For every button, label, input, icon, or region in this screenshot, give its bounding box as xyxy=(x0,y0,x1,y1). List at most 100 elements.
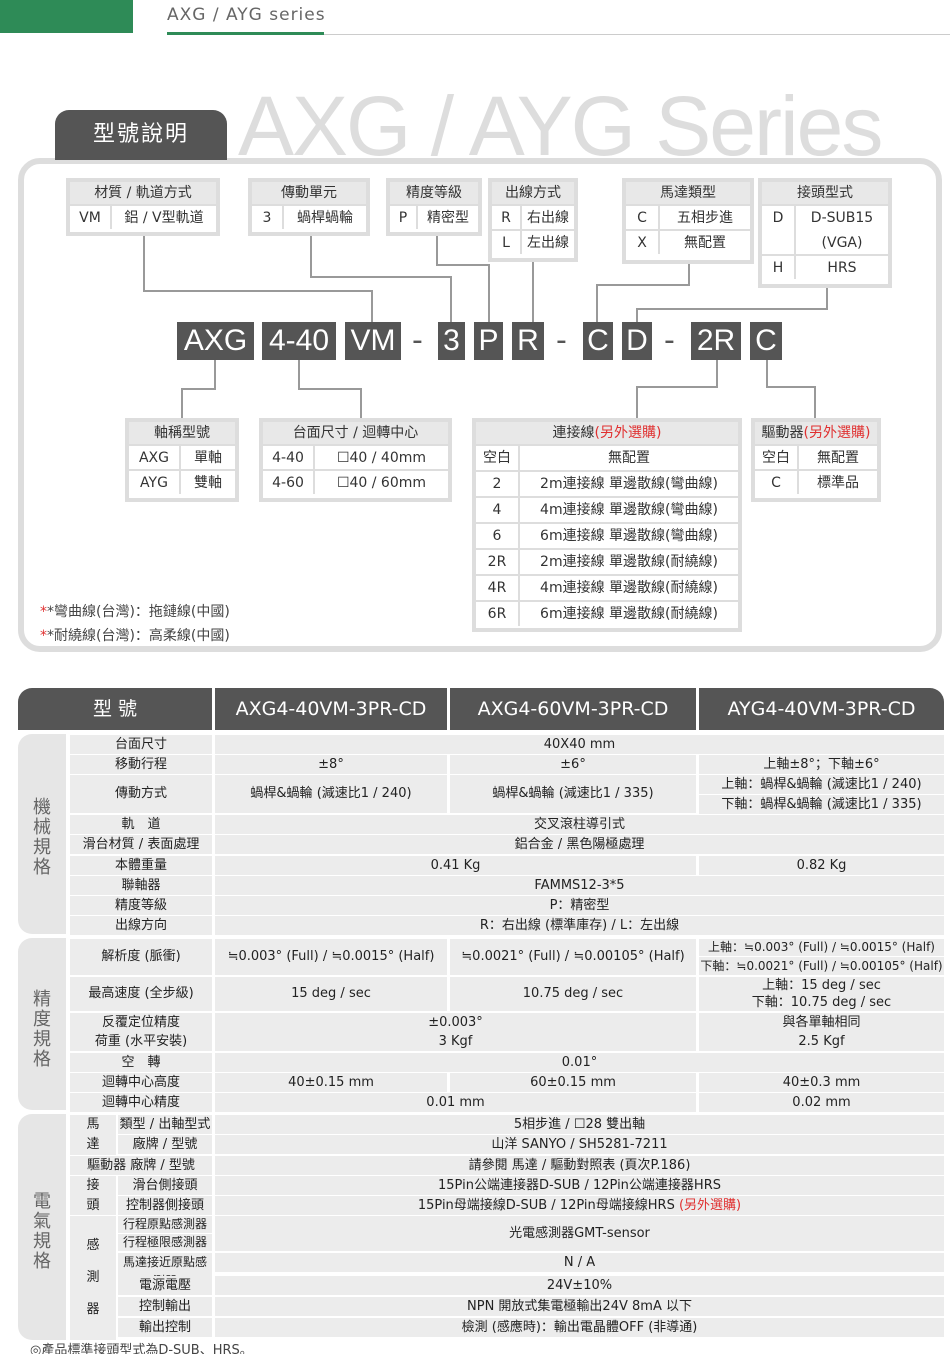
model-part-motor: C xyxy=(583,322,613,360)
row-value: 24V±10% xyxy=(215,1276,944,1295)
row-label: 迴轉中心精度 xyxy=(70,1093,212,1112)
connector-line xyxy=(298,360,300,390)
code: 4 xyxy=(492,502,502,518)
model-part-material: VM xyxy=(345,322,401,360)
row-value: ±8° xyxy=(215,755,447,774)
row-label: 移動行程 xyxy=(70,755,212,774)
row-value: 15 deg / sec xyxy=(215,977,447,1011)
code: VM xyxy=(79,210,101,226)
row-value: 40±0.15 mm xyxy=(215,1073,447,1092)
row-value: R：右出線 (標準庫存) / L：左出線 xyxy=(215,916,944,935)
desc: 6m連接線 單邊散線(耐繞線) xyxy=(518,602,738,626)
group-electrical: 電氣規格 xyxy=(18,1114,66,1340)
note-wind-cable: **耐繞線(台灣)：高柔線(中國) xyxy=(40,628,230,644)
connector-line xyxy=(181,388,216,390)
desc: 鋁 / V型軌道 xyxy=(110,206,216,229)
group-mechanical: 機械規格 xyxy=(18,734,66,934)
code: 2R xyxy=(487,554,507,570)
spec-header-model: 型 號 xyxy=(18,688,212,730)
row-label: 滑台側接頭 xyxy=(118,1176,212,1195)
connector-line xyxy=(826,288,828,310)
row-value: 鋁合金 / 黑色陽極處理 xyxy=(215,835,944,854)
box-title: 驅動器(另外選購) xyxy=(755,422,877,444)
model-dash: - xyxy=(412,323,423,358)
connector-line xyxy=(716,360,718,388)
row-value: 上軸：≒0.003° (Full) / ≒0.0015° (Half) xyxy=(699,939,944,956)
connector-line xyxy=(636,308,638,322)
row-value: 0.02 mm xyxy=(699,1093,944,1112)
box-table-size: 台面尺寸 / 迴轉中心 4-40☐40 / 40mm 4-60☐40 / 60m… xyxy=(259,418,452,502)
row-value: 山洋 SANYO / SH5281-7211 xyxy=(215,1135,944,1154)
row-label: 軌 道 xyxy=(70,815,212,834)
desc: 2m連接線 單邊散線(彎曲線) xyxy=(518,472,738,496)
row-value: 檢測 (感應時)：輸出電晶體OFF (非導通) xyxy=(215,1318,944,1337)
connector-line xyxy=(360,388,362,420)
sub-group-motor: 馬達 xyxy=(70,1115,116,1155)
row-value: N / A xyxy=(215,1253,944,1272)
connector-line xyxy=(596,284,690,286)
row-label: 類型 / 出軸型式 xyxy=(118,1115,212,1134)
connector-line xyxy=(688,264,690,286)
desc: 右出線 xyxy=(520,206,574,229)
code: 4-60 xyxy=(272,475,304,491)
desc: 五相步進 xyxy=(658,206,750,229)
row-value: 請參閱 馬達 / 驅動對照表 (頁次P.186) xyxy=(215,1156,944,1175)
desc: 無配置 xyxy=(518,446,738,470)
connector-line xyxy=(596,284,598,322)
box-title: 材質 / 軌道方式 xyxy=(70,182,216,204)
connector-line xyxy=(436,236,438,266)
row-label: 聯軸器 xyxy=(70,876,212,895)
box-title: 接頭型式 xyxy=(762,182,888,204)
row-label: 迴轉中心高度 xyxy=(70,1073,212,1092)
row-label: 精度等級 xyxy=(70,896,212,915)
box-title: 馬達類型 xyxy=(626,182,750,204)
connector-line xyxy=(450,276,452,322)
header-accent-bar xyxy=(0,0,133,33)
box-title: 精度等級 xyxy=(390,182,478,204)
row-value: P：精密型 xyxy=(215,896,944,915)
row-value: 40X40 mm xyxy=(215,735,944,754)
row-label: 傳動方式 xyxy=(70,775,212,813)
model-explanation-tab: 型號說明 xyxy=(55,110,227,160)
connector-line xyxy=(214,360,216,390)
desc: 精密型 xyxy=(416,206,478,229)
row-value: 5相步進 / ☐28 雙出軸 xyxy=(215,1115,944,1134)
row-value: 下軸：蝸桿&蝸輪 (減速比1 / 335) xyxy=(699,795,944,814)
sub-group-sensor: 感測器 xyxy=(70,1216,116,1340)
note-bend-cable: **彎曲線(台灣)：拖鏈線(中國) xyxy=(40,604,230,620)
model-part-axis: AXG xyxy=(177,322,254,360)
row-label: 本體重量 xyxy=(70,856,212,875)
code: 4R xyxy=(487,580,507,596)
code: D xyxy=(772,210,784,226)
code: C xyxy=(771,475,781,491)
box-title: 連接線(另外選購) xyxy=(476,422,738,444)
code: 空白 xyxy=(483,450,511,466)
row-value: 3 Kgf xyxy=(215,1032,696,1051)
code: 3 xyxy=(262,210,272,226)
row-label: 台面尺寸 xyxy=(70,735,212,754)
code: P xyxy=(398,210,408,226)
connector-line xyxy=(532,262,534,322)
code: 6R xyxy=(487,606,507,622)
connector-line xyxy=(814,386,816,420)
desc: ☐40 / 60mm xyxy=(313,471,448,494)
desc: HRS xyxy=(794,256,888,279)
connector-line xyxy=(371,290,373,322)
desc: 雙軸 xyxy=(179,471,235,494)
row-value: ±0.003° xyxy=(215,1013,696,1032)
row-label: 電源電壓 xyxy=(118,1276,212,1295)
row-value: 0.41 Kg xyxy=(215,856,696,875)
row-value: ≒0.003° (Full) / ≒0.0015° (Half) xyxy=(215,939,447,975)
desc: 單軸 xyxy=(179,446,235,469)
row-label: 廠牌 / 型號 xyxy=(118,1135,212,1154)
box-title: 傳動單元 xyxy=(252,182,366,204)
code: L xyxy=(502,235,510,251)
series-underline xyxy=(167,32,324,35)
row-value: 下軸：10.75 deg / sec xyxy=(699,994,944,1011)
code: C xyxy=(637,210,647,226)
row-value: NPN 開放式集電極輸出24V 8mA 以下 xyxy=(215,1297,944,1316)
model-part-outlet: R xyxy=(512,322,544,360)
